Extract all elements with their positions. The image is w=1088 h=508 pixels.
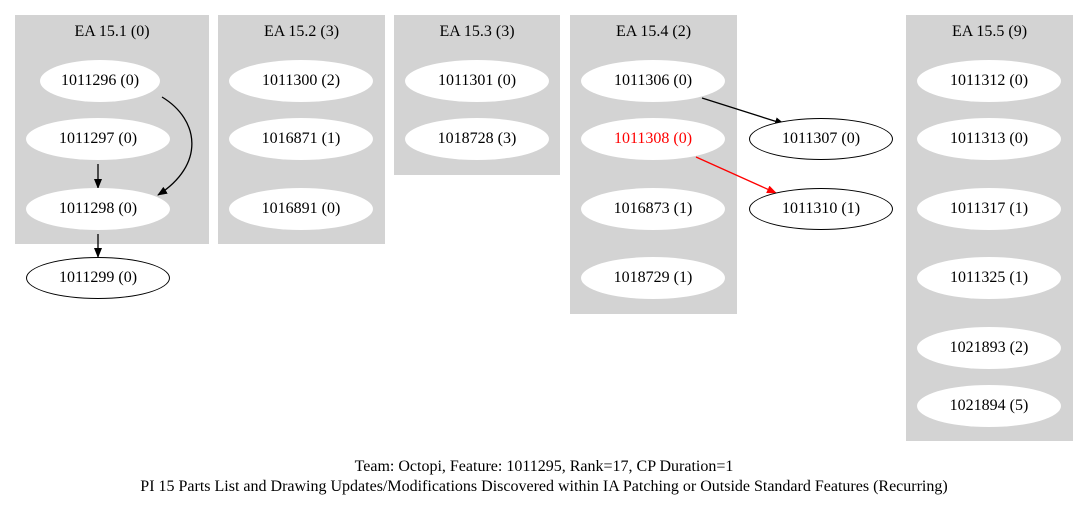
node-1011308[interactable]: 1011308 (0) [581, 118, 725, 160]
edge-1011308-1011310 [695, 156, 777, 194]
node-1011299[interactable]: 1011299 (0) [26, 257, 170, 299]
node-1016871[interactable]: 1016871 (1) [229, 118, 373, 160]
node-1018729[interactable]: 1018729 (1) [581, 257, 725, 299]
cluster-title: EA 15.2 (3) [263, 23, 340, 40]
cluster-title: EA 15.4 (2) [615, 23, 692, 40]
node-1011317[interactable]: 1011317 (1) [917, 188, 1061, 230]
cluster-title: EA 15.5 (9) [951, 23, 1028, 40]
node-1021893[interactable]: 1021893 (2) [917, 327, 1061, 369]
node-1011300[interactable]: 1011300 (2) [229, 60, 373, 102]
node-1011306[interactable]: 1011306 (0) [581, 60, 725, 102]
node-1011310[interactable]: 1011310 (1) [749, 188, 893, 230]
node-1011296[interactable]: 1011296 (0) [40, 60, 160, 102]
graph-caption-line-2: PI 15 Parts List and Drawing Updates/Mod… [140, 478, 948, 495]
cluster-title: EA 15.1 (0) [74, 23, 150, 40]
node-1016891[interactable]: 1016891 (0) [229, 188, 373, 230]
node-1011307[interactable]: 1011307 (0) [749, 118, 893, 160]
node-1011313[interactable]: 1011313 (0) [917, 118, 1061, 160]
node-1011297[interactable]: 1011297 (0) [26, 118, 170, 160]
node-1018728[interactable]: 1018728 (3) [405, 118, 549, 160]
edge-1011296-1011298 [157, 96, 193, 196]
node-1011298[interactable]: 1011298 (0) [26, 188, 170, 230]
node-1011312[interactable]: 1011312 (0) [917, 60, 1061, 102]
node-1016873[interactable]: 1016873 (1) [581, 188, 725, 230]
node-1011301[interactable]: 1011301 (0) [405, 60, 549, 102]
node-1021894[interactable]: 1021894 (5) [917, 385, 1061, 427]
node-1011325[interactable]: 1011325 (1) [917, 257, 1061, 299]
edge-1011306-1011307 [701, 97, 785, 126]
graph-caption-line-1: Team: Octopi, Feature: 1011295, Rank=17,… [354, 458, 734, 475]
cluster-title: EA 15.3 (3) [439, 23, 515, 40]
